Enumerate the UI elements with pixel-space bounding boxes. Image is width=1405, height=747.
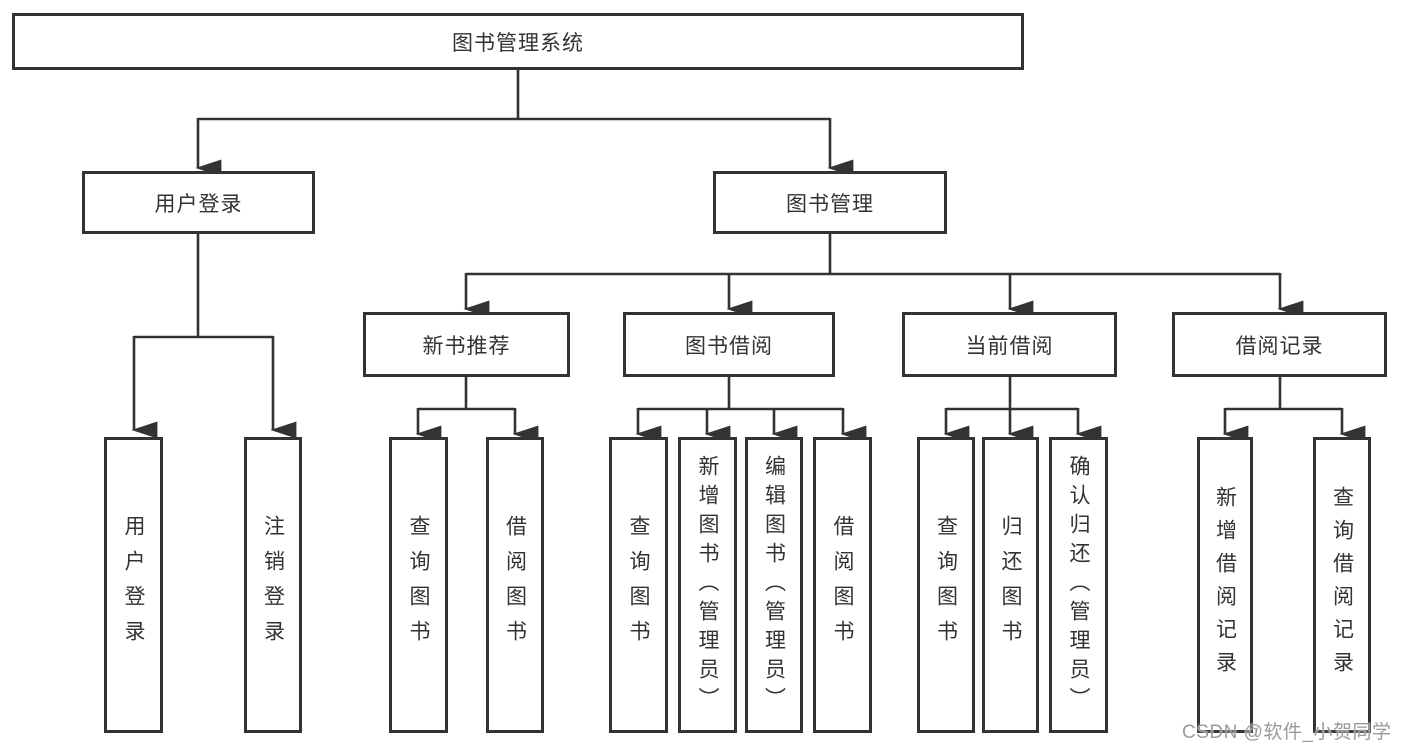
leaf-edit-book-admin: 编辑图书（管理员）	[745, 437, 803, 733]
leaf-confirm-return-admin: 确认归还（管理员）	[1049, 437, 1108, 733]
leaf-newbook-query: 查询图书	[389, 437, 448, 733]
node-user-login-label: 用户登录	[154, 192, 243, 216]
leaf-borrow-book-label: 借阅图书	[831, 515, 854, 655]
csdn-watermark: CSDN @软件_小贺同学	[1182, 722, 1392, 743]
leaf-current-query-label: 查询图书	[934, 515, 958, 655]
node-current-borrow: 当前借阅	[902, 312, 1117, 377]
leaf-newbook-borrow-label: 借阅图书	[503, 515, 527, 655]
node-book-borrow-label: 图书借阅	[685, 334, 773, 358]
leaf-query-borrow-record-label: 查询借阅记录	[1330, 486, 1354, 684]
node-new-book-recommend-label: 新书推荐	[422, 334, 511, 358]
leaf-borrow-book: 借阅图书	[813, 437, 872, 733]
leaf-edit-book-admin-label: 编辑图书（管理员）	[762, 454, 786, 716]
leaf-logout-label: 注销登录	[261, 515, 285, 655]
leaf-user-login-label: 用户登录	[122, 515, 145, 655]
leaf-current-query: 查询图书	[917, 437, 975, 733]
leaf-confirm-return-admin-label: 确认归还（管理员）	[1067, 454, 1090, 716]
leaf-return-book-label: 归还图书	[999, 515, 1022, 655]
leaf-add-book-admin: 新增图书（管理员）	[678, 437, 737, 733]
leaf-logout: 注销登录	[244, 437, 302, 733]
leaf-add-borrow-record: 新增借阅记录	[1197, 437, 1253, 733]
node-current-borrow-label: 当前借阅	[965, 334, 1054, 358]
leaf-return-book: 归还图书	[982, 437, 1039, 733]
node-borrow-records: 借阅记录	[1172, 312, 1387, 377]
leaf-borrow-query: 查询图书	[609, 437, 668, 733]
node-book-management: 图书管理	[713, 171, 947, 234]
node-user-login: 用户登录	[82, 171, 315, 234]
node-borrow-records-label: 借阅记录	[1235, 334, 1324, 358]
node-root-system: 图书管理系统	[12, 13, 1024, 70]
node-new-book-recommend: 新书推荐	[363, 312, 570, 377]
leaf-newbook-query-label: 查询图书	[407, 515, 430, 655]
leaf-add-book-admin-label: 新增图书（管理员）	[696, 454, 719, 716]
leaf-user-login: 用户登录	[104, 437, 163, 733]
leaf-newbook-borrow: 借阅图书	[486, 437, 544, 733]
leaf-borrow-query-label: 查询图书	[627, 515, 650, 655]
leaf-query-borrow-record: 查询借阅记录	[1313, 437, 1371, 733]
node-root-label: 图书管理系统	[452, 31, 584, 55]
leaf-add-borrow-record-label: 新增借阅记录	[1213, 486, 1237, 684]
node-book-borrow: 图书借阅	[623, 312, 835, 377]
node-book-management-label: 图书管理	[786, 192, 874, 216]
